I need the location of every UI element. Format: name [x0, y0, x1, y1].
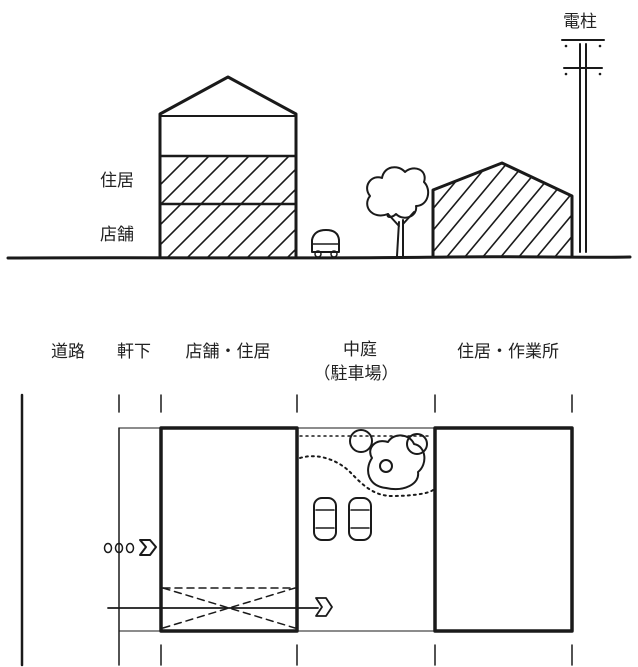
residence-floor-hatch: [159, 157, 297, 203]
courtyard-garden: [299, 435, 434, 497]
parked-car-right: [348, 497, 372, 541]
ground-line: [6, 255, 632, 260]
parked-cars: [313, 497, 372, 541]
shop-residence-plan: [159, 426, 299, 633]
shop-label: 店舗: [100, 225, 134, 245]
utility-pole: [561, 39, 605, 253]
workshop-building: [431, 161, 574, 258]
zone-label-courtyard: 中庭: [343, 340, 377, 360]
car-elevation: [311, 229, 340, 258]
zone-label-courtyard-sub: （駐車場）: [313, 364, 399, 384]
courtyard-trees: [349, 429, 428, 490]
circulation-arrow: [107, 597, 333, 617]
residence-label: 住居: [100, 171, 134, 191]
entry-footsteps: [103, 539, 157, 556]
shop-residence-building: [158, 75, 298, 258]
workshop-plan: [433, 426, 574, 633]
pole-label: 電柱: [563, 12, 597, 32]
zone-label-eaves: 軒下: [117, 342, 151, 362]
zone-label-shop-residence: 店舗・住居: [185, 342, 271, 362]
eaves-outline: [118, 427, 436, 632]
zone-label-residence-workshop: 住居・作業所: [457, 342, 559, 362]
shop-floor-hatch: [159, 205, 297, 257]
parked-car-left: [313, 497, 337, 541]
tree-elevation: [366, 166, 430, 257]
zone-label-road: 道路: [51, 342, 85, 362]
zone-divider-lines: [20, 393, 573, 667]
